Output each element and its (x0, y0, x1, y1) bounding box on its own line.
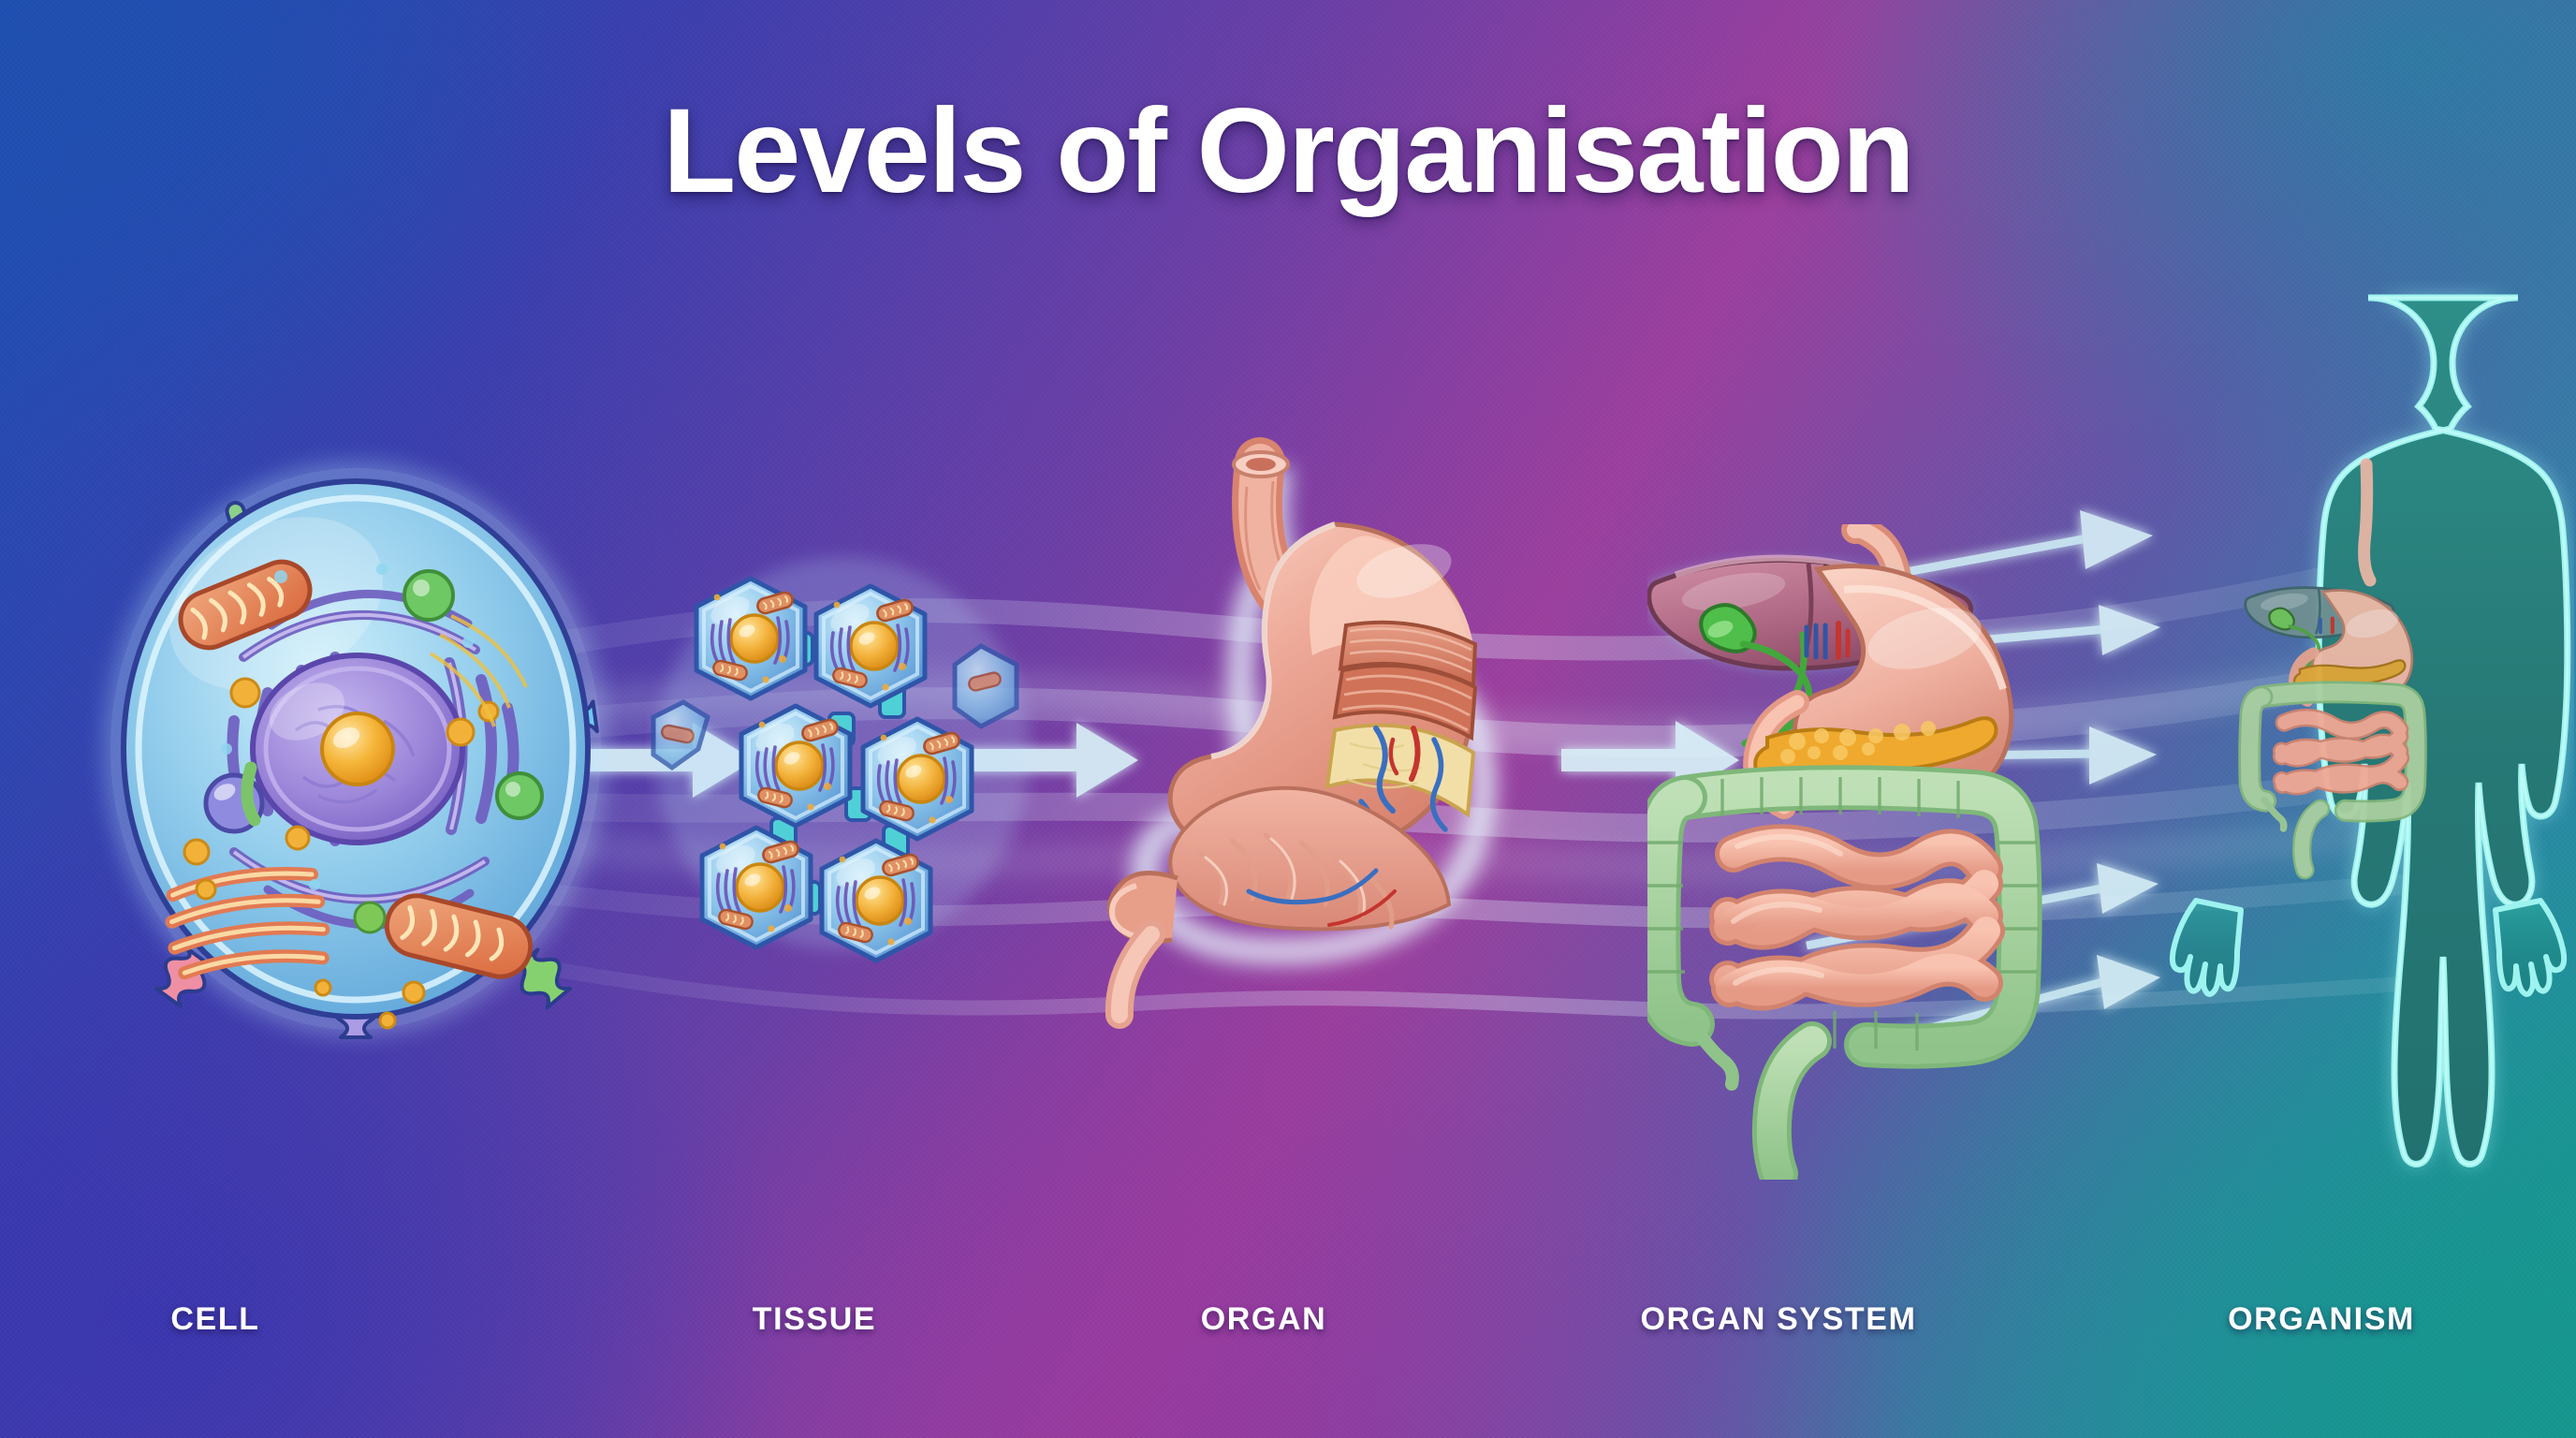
stomach-cross-section (1105, 437, 1498, 1029)
arrow-tissue-to-organ (964, 723, 1138, 798)
tissue-cell (741, 706, 850, 826)
stage-organ[interactable] (1095, 431, 1563, 1049)
hands (2169, 898, 2568, 997)
golgi-apparatus (165, 867, 330, 980)
oesophagus-stub (1841, 515, 1912, 598)
stage-label-tissue: TISSUE (752, 1301, 877, 1337)
mitochondria (178, 559, 534, 979)
human-body-silhouette (2169, 271, 2574, 1292)
stage-label-organ-system: ORGAN SYSTEM (1640, 1301, 1917, 1337)
ribosomes-and-vesicles (183, 564, 544, 1030)
digestive-system-diagram (1635, 515, 2042, 1194)
appendix (1684, 1016, 1739, 1091)
pancreas (1753, 716, 1998, 781)
stage-cell[interactable] (84, 412, 627, 1086)
nucleus (250, 653, 465, 845)
stage-organism[interactable] (2162, 271, 2574, 1292)
tissue-cell-cluster (651, 557, 1030, 974)
internal-oesophagus (2358, 458, 2377, 587)
tissue-cell (816, 586, 925, 706)
stage-tissue[interactable] (646, 534, 1039, 974)
stage-organ-system[interactable] (1635, 515, 2172, 1194)
stage-label-cell: CELL (170, 1301, 260, 1337)
rugae (1168, 785, 1452, 932)
submucosa (1325, 723, 1476, 855)
muscle-layers (1332, 620, 1478, 741)
tissue-cell (696, 579, 805, 698)
animal-cell-diagram (110, 468, 601, 1039)
large-intestine (1635, 765, 2042, 1194)
internal-digestive-system (2238, 586, 2427, 880)
nucleolus (320, 712, 395, 786)
small-intestine (1709, 824, 2005, 1011)
tissue-cell (863, 719, 972, 839)
tissue-cell (822, 841, 930, 961)
stage-label-organism: ORGANISM (2228, 1301, 2415, 1337)
page-title: Levels of Organisation (663, 84, 1915, 218)
pylorus (1105, 871, 1178, 1029)
tissue-cell (702, 828, 811, 947)
stage-label-organ: ORGAN (1200, 1301, 1327, 1337)
